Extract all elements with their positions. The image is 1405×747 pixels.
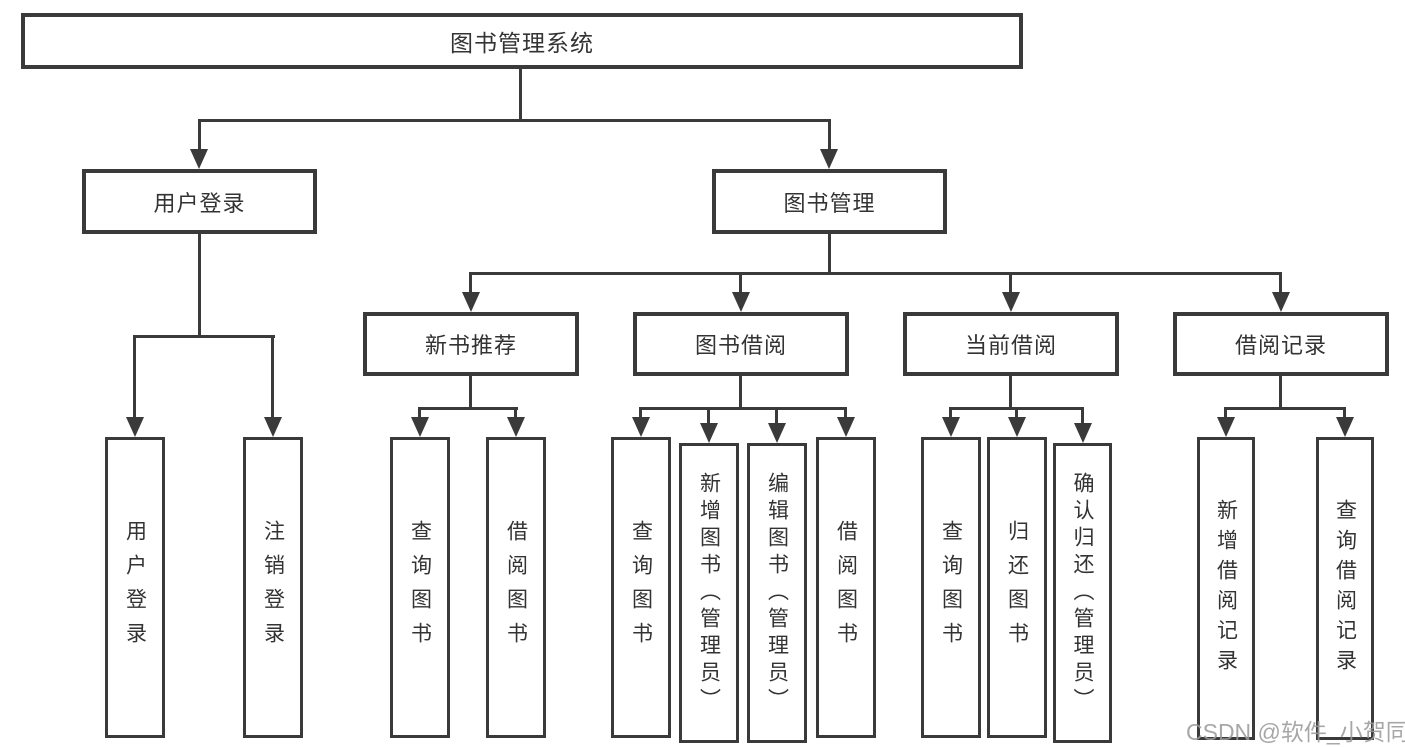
connector-bar [419,407,518,410]
leaf-label: 新增图书（管理员） [697,471,721,715]
connector-stem [469,272,472,295]
node-label: 借阅记录 [1234,333,1327,358]
connector-root-stem [519,69,522,121]
arrowhead-icon [190,149,208,169]
connector-stem [844,407,847,421]
connector-stem [418,407,421,421]
connector-stem [1224,407,1227,421]
connector-stem [739,272,742,295]
arrowhead-icon [462,292,480,312]
node-user-login: 用户登录 [82,169,317,234]
leaf-label: 注销登录 [261,519,285,656]
leaf-query-books: 查询图书 [921,437,981,738]
leaf-user-login: 用户登录 [105,437,165,738]
connector-stem [133,335,136,419]
leaf-borrow-books: 借阅图书 [816,437,876,738]
connector-stem [1015,407,1018,421]
leaf-edit-books-admin: 编辑图书（管理员） [747,443,807,743]
leaf-query-books: 查询图书 [611,437,671,738]
leaf-label: 借阅图书 [504,519,528,656]
connector-stem [949,407,952,421]
connector-stem [271,335,274,419]
connector-stem [198,119,201,153]
node-new-book-recommend: 新书推荐 [363,312,579,376]
leaf-borrow-books: 借阅图书 [486,437,546,738]
leaf-add-books-admin: 新增图书（管理员） [679,443,739,743]
connector-bar [640,407,847,410]
connector-stem [198,233,201,337]
leaf-label: 编辑图书（管理员） [765,471,789,715]
node-label: 图书借阅 [694,333,787,358]
connector-stem [1279,272,1282,295]
connector-stem [1009,376,1012,409]
connector-level2-bar [198,119,831,122]
arrowhead-icon [264,417,282,437]
node-label: 用户登录 [153,190,246,216]
csdn-watermark: CSDN @软件_小贺同学 [1186,719,1405,745]
node-label: 图书管理 [783,190,876,216]
connector-stem [514,407,517,421]
arrowhead-icon [942,417,960,437]
node-current-borrow: 当前借阅 [903,312,1119,376]
node-book-management: 图书管理 [712,169,947,234]
leaf-label: 查询图书 [939,519,963,656]
leaf-label: 用户登录 [123,519,147,656]
leaf-label: 查询图书 [408,519,432,656]
arrowhead-icon [632,417,650,437]
connector-stem [828,234,831,274]
node-library-system: 图书管理系统 [21,13,1023,69]
connector-stem [1081,407,1084,427]
node-label: 图书管理系统 [450,30,594,56]
connector-stem [828,119,831,153]
connector-stem [639,407,642,421]
node-label: 当前借阅 [964,333,1057,358]
arrowhead-icon [700,423,718,443]
node-borrow-records: 借阅记录 [1173,312,1389,376]
arrowhead-icon [732,292,750,312]
leaf-label: 确认归还（管理员） [1071,471,1094,715]
arrowhead-icon [1217,417,1235,437]
connector-stem [707,407,710,427]
leaf-return-books: 归还图书 [987,437,1047,738]
leaf-confirm-return-admin: 确认归还（管理员） [1053,443,1112,743]
arrowhead-icon [837,417,855,437]
leaf-query-books: 查询图书 [390,437,450,738]
leaf-label: 归还图书 [1005,519,1029,656]
connector-bar [133,335,275,338]
arrowhead-icon [1074,423,1092,443]
connector-stem [775,407,778,427]
leaf-logout: 注销登录 [243,437,303,738]
node-book-borrow: 图书借阅 [633,312,849,376]
leaf-label: 新增借阅记录 [1214,498,1238,679]
connector-stem [1343,407,1346,421]
connector-level3-bar [469,272,1282,275]
connector-stem [1009,272,1012,295]
leaf-label: 借阅图书 [834,519,858,656]
arrowhead-icon [1272,292,1290,312]
connector-stem [739,376,742,409]
arrowhead-icon [507,417,525,437]
arrowhead-icon [1008,417,1026,437]
connector-bar [1225,407,1346,410]
arrowhead-icon [768,423,786,443]
node-label: 新书推荐 [424,333,517,358]
arrowhead-icon [820,149,838,169]
leaf-label: 查询图书 [629,519,653,656]
connector-stem [1279,376,1282,409]
leaf-add-borrow-record: 新增借阅记录 [1197,437,1255,740]
leaf-query-borrow-record: 查询借阅记录 [1316,437,1374,740]
arrowhead-icon [1336,417,1354,437]
arrowhead-icon [411,417,429,437]
leaf-label: 查询借阅记录 [1333,498,1357,679]
arrowhead-icon [126,417,144,437]
arrowhead-icon [1002,292,1020,312]
connector-stem [469,376,472,409]
